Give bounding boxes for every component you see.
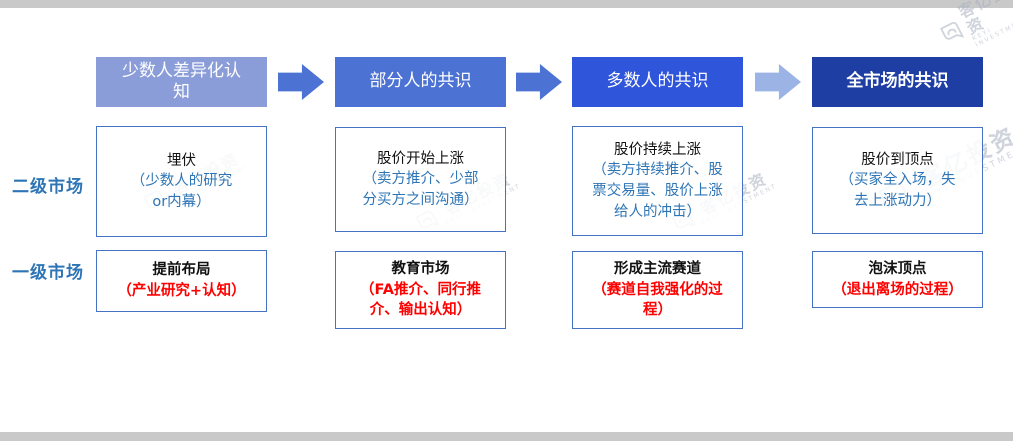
watermark: 客亿投资 KEYI INVESTMENT	[932, 0, 1013, 61]
watermark-logo-icon	[937, 18, 968, 51]
box-title: 股价开始上涨	[377, 150, 464, 167]
box-title: 提前布局	[152, 262, 211, 279]
stage3-header: 多数人的共识	[572, 57, 743, 107]
stage1-header: 少数人差异化认 知	[96, 57, 267, 107]
box-detail: （退出离场的过程）	[832, 281, 963, 298]
box-title: 教育市场	[391, 261, 450, 278]
stage3-primary-box: 形成主流赛道 （赛道自我强化的过 程）	[572, 251, 743, 329]
box-detail: （卖方持续推介、股 票交易量、股价上涨 给人的冲击）	[592, 162, 723, 220]
arrow-right-icon	[755, 64, 801, 100]
box-title: 股价持续上涨	[614, 141, 701, 158]
box-title: 泡沫顶点	[868, 260, 927, 277]
box-detail: （赛道自我强化的过 程）	[592, 281, 723, 319]
arrow-right-icon	[278, 64, 324, 100]
stage3-secondary-box: 股价持续上涨 （卖方持续推介、股 票交易量、股价上涨 给人的冲击）	[572, 126, 743, 236]
stage2-secondary-box: 股价开始上涨 （卖方推介、少部 分买方之间沟通）	[335, 127, 506, 232]
box-title: 埋伏	[167, 152, 196, 169]
stage1-primary-box: 提前布局 （产业研究+认知）	[96, 250, 267, 312]
stage2-primary-box: 教育市场 （FA推介、同行推 介、输出认知）	[335, 251, 506, 329]
watermark-subtext: KEYI INVESTMENT	[971, 15, 1013, 49]
arrow-right-icon	[516, 64, 562, 100]
stage2-header: 部分人的共识	[335, 57, 506, 107]
box-detail: （买家全入场，失 去上涨动力）	[839, 172, 956, 209]
stage1-secondary-box: 埋伏 （少数人的研究 or内幕）	[96, 126, 267, 237]
box-title: 股价到顶点	[861, 151, 934, 168]
stage4-header: 全市场的共识	[812, 57, 983, 107]
box-detail: （卖方推介、少部 分买方之间沟通）	[362, 171, 479, 208]
top-edge-bar	[0, 0, 1013, 8]
row-label-secondary-market: 二级市场	[12, 177, 84, 197]
stage4-primary-box: 泡沫顶点 （退出离场的过程）	[812, 251, 983, 308]
box-detail: （FA推介、同行推 介、输出认知）	[360, 281, 481, 319]
box-title: 形成主流赛道	[614, 261, 701, 278]
box-detail: （产业研究+认知）	[117, 283, 246, 299]
box-detail: （少数人的研究 or内幕）	[130, 173, 233, 210]
stage4-secondary-box: 股价到顶点 （买家全入场，失 去上涨动力）	[812, 127, 983, 234]
row-label-primary-market: 一级市场	[12, 263, 84, 283]
bottom-edge-bar	[0, 432, 1013, 441]
